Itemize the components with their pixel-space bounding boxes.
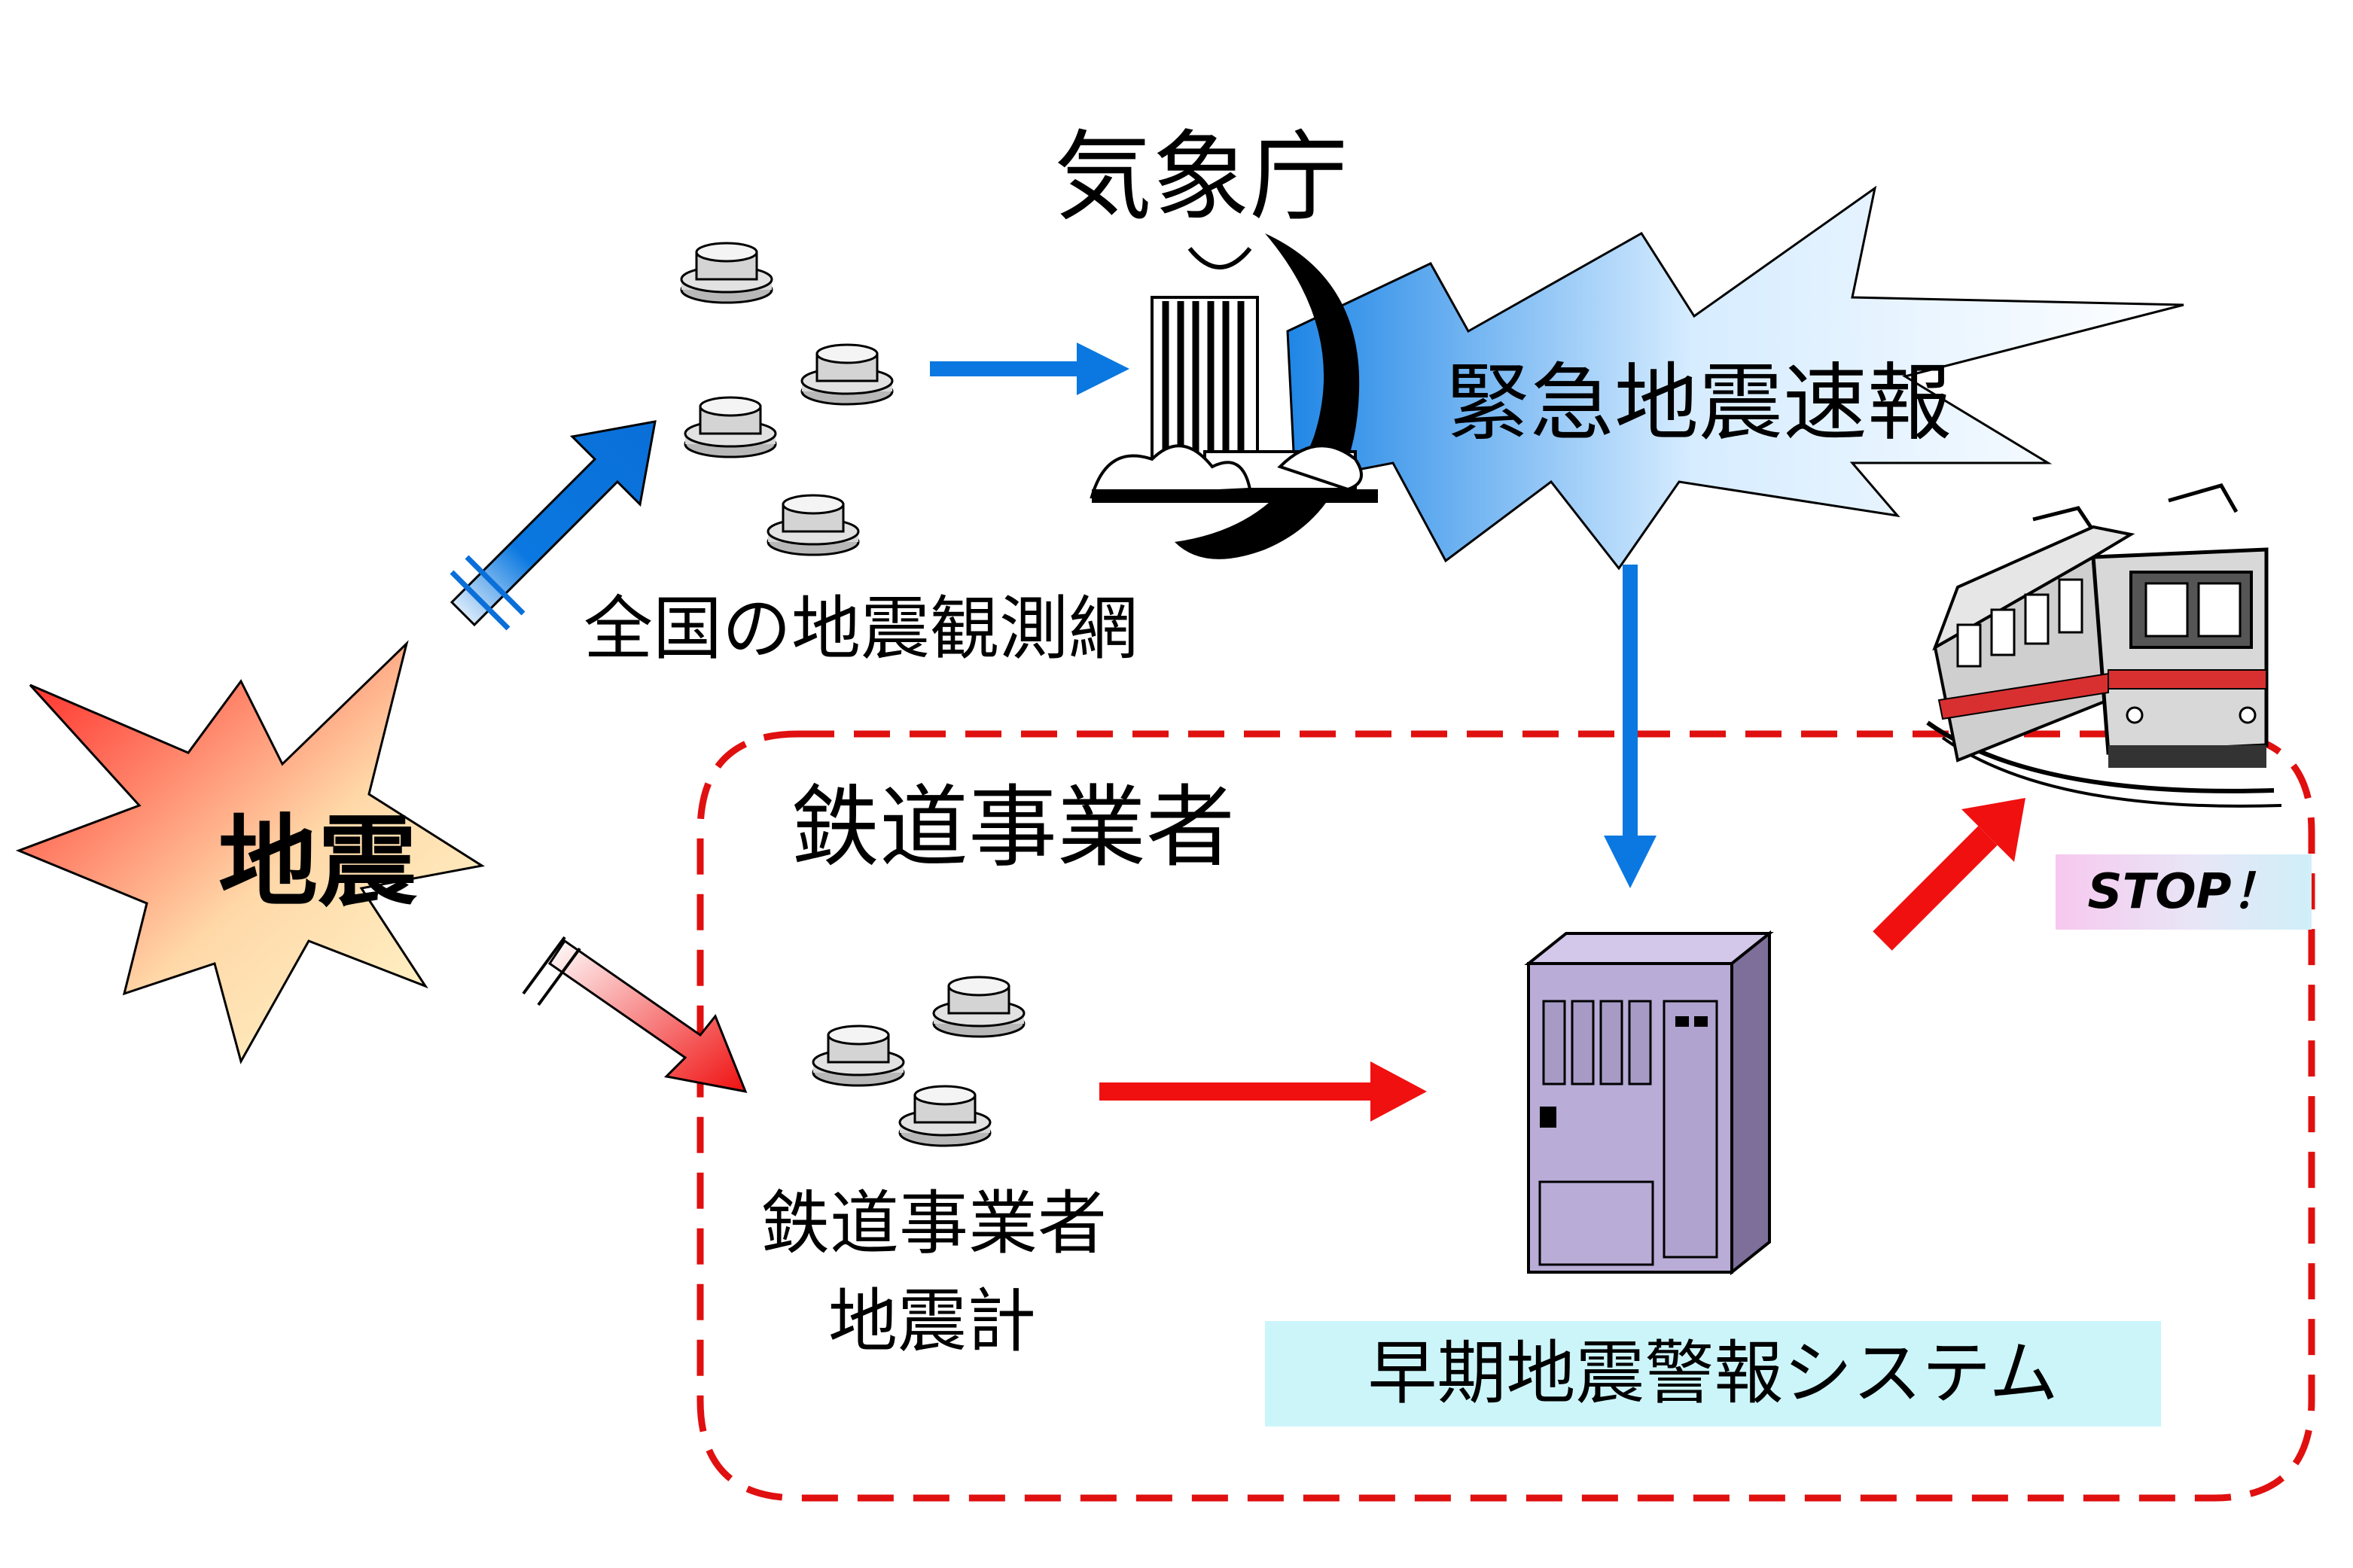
national-network-label: 全国の地震観測網 xyxy=(584,589,1138,669)
arrow-seismometer-to-system xyxy=(1099,1061,1427,1122)
arrow-quake-to-network xyxy=(450,420,657,631)
stop-badge: STOP！ xyxy=(2056,854,2312,930)
seismometer-icon xyxy=(898,1085,992,1147)
earthquake-burst xyxy=(15,640,486,1064)
early-warning-system-label: 早期地震警報システム xyxy=(1367,1333,2059,1414)
seismometer-icon xyxy=(767,494,860,556)
server-icon xyxy=(1524,930,1774,1276)
train-icon xyxy=(1926,483,2282,808)
seismometer-icon xyxy=(684,396,777,458)
alert-burst xyxy=(1286,185,2184,571)
arrow-system-to-train xyxy=(1873,798,2025,951)
railway-operator-label: 鉄道事業者 xyxy=(791,775,1236,879)
arrow-network-to-jma xyxy=(930,343,1129,395)
arrow-alert-to-system xyxy=(1604,565,1657,888)
emergency-alert-label: 緊急地震速報 xyxy=(1446,355,1952,452)
seismometer-icon xyxy=(680,242,773,304)
seismometer-icon xyxy=(812,1025,905,1087)
arrow-quake-to-operator xyxy=(522,936,748,1093)
earthquake-label: 地震 xyxy=(218,805,417,921)
seismometer-icon xyxy=(932,976,1026,1038)
jma-label: 気象庁 xyxy=(1054,120,1349,234)
operator-seismometer-label-line2: 地震計 xyxy=(828,1281,1037,1362)
stop-label: STOP！ xyxy=(2087,864,2280,920)
seismometer-icon xyxy=(800,343,894,406)
jma-building-icon xyxy=(1090,233,1378,559)
operator-seismometer-label-line1: 鉄道事業者 xyxy=(760,1183,1108,1264)
operator-region-border xyxy=(696,730,2315,1502)
system-label-box: 早期地震警報システム xyxy=(1265,1321,2161,1426)
